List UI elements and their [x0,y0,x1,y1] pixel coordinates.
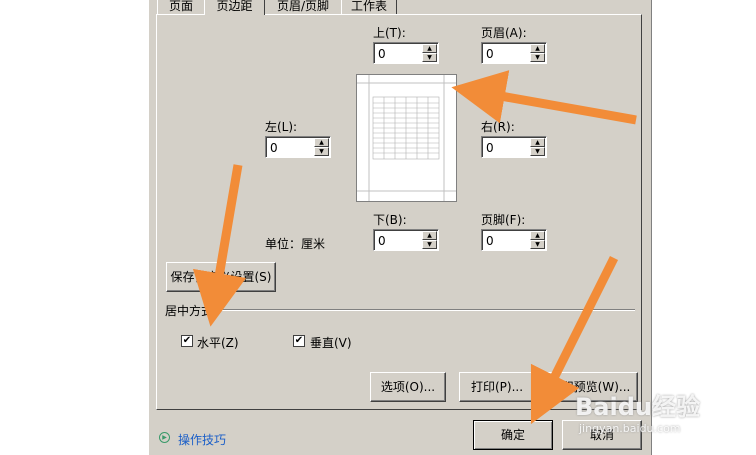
help-icon[interactable]: ▶ [159,432,170,443]
left-margin-label: 左(L): [265,120,298,134]
top-margin-label: 上(T): [373,26,406,40]
footer-margin-label: 页脚(F): [481,213,526,227]
vertical-checkbox[interactable]: ✔ [293,335,305,347]
vertical-label[interactable]: 垂直(V) [310,336,352,350]
tab-margins[interactable]: 页边距 [204,0,265,15]
spin-up-icon[interactable]: ▲ [530,44,545,53]
tab-header-footer[interactable]: 页眉/页脚 [264,0,342,15]
spin-down-icon[interactable]: ▼ [530,147,545,156]
right-margin-label: 右(R): [481,120,515,134]
left-margin-spinner[interactable]: 0 ▲ ▼ [265,136,331,158]
spin-down-icon[interactable]: ▼ [530,53,545,62]
header-margin-value[interactable]: 0 [486,47,494,61]
horizontal-checkbox[interactable]: ✔ [181,335,193,347]
horizontal-label[interactable]: 水平(Z) [197,336,239,350]
center-section-title: 居中方式 [165,304,214,318]
right-margin-spinner[interactable]: 0 ▲ ▼ [481,136,547,158]
watermark-brand: Baidu经验 [575,393,700,421]
tab-page[interactable]: 页面 [157,0,205,15]
page-preview-icon [357,75,456,201]
bottom-margin-value[interactable]: 0 [378,234,386,248]
page-preview [356,74,457,202]
left-margin-value[interactable]: 0 [270,141,278,155]
spin-up-icon[interactable]: ▲ [530,231,545,240]
spin-down-icon[interactable]: ▼ [422,240,437,249]
right-margin-value[interactable]: 0 [486,141,494,155]
bottom-margin-spinner[interactable]: 0 ▲ ▼ [373,229,439,251]
footer-margin-value[interactable]: 0 [486,234,494,248]
spin-up-icon[interactable]: ▲ [530,138,545,147]
spin-up-icon[interactable]: ▲ [422,44,437,53]
tips-link[interactable]: 操作技巧 [178,433,227,447]
margins-panel [156,14,642,410]
spin-up-icon[interactable]: ▲ [422,231,437,240]
bottom-margin-label: 下(B): [373,213,407,227]
header-margin-label: 页眉(A): [481,26,527,40]
cancel-button[interactable]: 取消 [562,420,642,450]
save-custom-settings-button[interactable]: 保存自定义设置(S) [166,262,276,292]
baidu-watermark: Baidu经验 jingyan.baidu.com [575,387,700,435]
spin-down-icon[interactable]: ▼ [314,147,329,156]
spin-up-icon[interactable]: ▲ [314,138,329,147]
options-button[interactable]: 选项(O)... [370,372,446,402]
footer-margin-spinner[interactable]: 0 ▲ ▼ [481,229,547,251]
ok-button[interactable]: 确定 [473,420,553,450]
top-margin-spinner[interactable]: 0 ▲ ▼ [373,42,439,64]
spin-down-icon[interactable]: ▼ [530,240,545,249]
unit-label: 单位：厘米 [265,237,326,251]
top-margin-value[interactable]: 0 [378,47,386,61]
tab-sheet[interactable]: 工作表 [341,0,397,15]
print-button[interactable]: 打印(P)... [459,372,535,402]
header-margin-spinner[interactable]: 0 ▲ ▼ [481,42,547,64]
watermark-url: jingyan.baidu.com [579,422,681,435]
center-section-divider [219,309,635,311]
spin-down-icon[interactable]: ▼ [422,53,437,62]
